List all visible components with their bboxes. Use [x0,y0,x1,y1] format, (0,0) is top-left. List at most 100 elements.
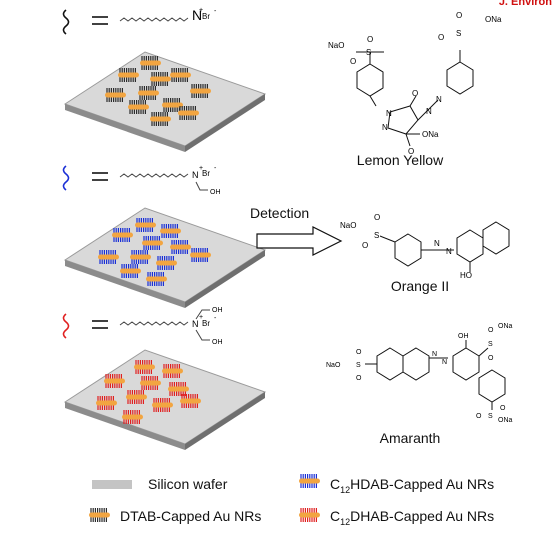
c12dhab-oh2: OH [212,339,223,346]
legend-silicon-swatch [92,480,132,489]
am-s1: S [356,362,361,369]
dtab-minus: - [214,8,217,15]
c12hdab-nanorod [135,218,156,232]
legend-c12dhab-swatch [299,508,320,522]
dtab-nanorod [150,72,171,86]
am-nao: NaO [326,362,341,369]
c12hdab-nanorod [142,236,163,250]
legend-dtab-rod [89,508,110,522]
ly-ona1: ONa [485,15,502,24]
c12hdab-surfactant: N + Br - OH [62,165,221,196]
o2-ho: HO [460,271,472,280]
dtab-nanorod [150,112,171,126]
c12dhab-nanorod [126,390,147,404]
am-o2a: O [488,327,494,334]
am-o1b: O [356,375,362,382]
dtab-nanorod [128,100,149,114]
c12dhab-nanorod [168,382,189,396]
dtab-counter: Br [202,12,210,21]
c12dhab-nanorod [122,410,143,424]
c12dhab-head: N [192,319,199,329]
legend-c12hdab-rod [299,474,320,488]
c12dhab-nanorod [140,376,161,390]
legend-c12hdab-label: C12HDAB-Capped Au NRs [330,476,495,495]
o2-oa: O [374,213,380,222]
am-o3b: O [500,405,506,412]
dtab-nanorod [170,68,191,82]
ly-o2a: O [456,11,462,20]
ly-nao: NaO [328,41,344,50]
c12dhab-counter: Br [202,319,210,328]
c12hdab-nanorod [112,228,133,242]
c12hdab-head: N [192,170,199,180]
c12hdab-minus: - [214,165,217,172]
legend-c12dhab-label: C12DHAB-Capped Au NRs [330,508,495,527]
legend-c12hdab-swatch [299,474,320,488]
wafer-c12hdab [63,207,267,308]
dtab-nanorod [138,86,159,100]
ly-o4: O [408,147,414,156]
dtab-nanorod [190,84,211,98]
c12hdab-nanorod [190,248,211,262]
c12hdab-oh: OH [210,189,221,196]
ly-n1: N [386,109,392,118]
wafer-c12dhab [63,349,267,450]
detection-arrow-icon [256,226,343,256]
ly-n3: N [426,107,432,116]
legend-c12dhab-rod [299,508,320,522]
amaranth-name: Amaranth [379,430,441,446]
dtab-head: N [192,7,202,23]
c12hdab-nanorod [160,224,181,238]
o2-nao: NaO [340,221,356,230]
legend-dtab-swatch [89,508,110,522]
dtab-wavy-icon [62,9,70,35]
dtab-chain [119,17,189,22]
dtab-nanorod [140,56,161,70]
dtab-nanorods [105,56,211,126]
c12dhab-nanorod [104,374,125,388]
c12hdab-nanorod [146,272,167,286]
ly-ona2: ONa [422,130,439,139]
orange-ii-structure: NaO S O O N N HO [340,213,510,280]
am-o3a: O [476,413,482,420]
c12dhab-nanorod [152,398,173,412]
c12dhab-oh1: OH [212,307,223,314]
c12hdab-counter: Br [202,169,210,178]
c12hdab-nanorod [130,250,151,264]
c12dhab-charge: + [199,314,203,321]
dtab-surfactant: N + Br - [62,7,217,35]
c12dhab-nanorod [96,396,117,410]
legend-dtab-label: DTAB-Capped Au NRs [120,508,262,524]
c12dhab-nanorod [180,394,201,408]
wafer-dtab [63,51,267,152]
orange-ii-name: Orange II [390,278,450,294]
dtab-nanorod [162,98,183,112]
c12dhab-nanorod [162,364,183,378]
am-ona2: ONa [498,417,513,424]
amaranth-structure: NaO S O O N N OH S O O ONa S O O ONa [326,323,513,424]
c12hdab-wavy-icon [62,165,70,191]
legend-silicon-label: Silicon wafer [148,476,228,492]
c12hdab-nanorod [98,250,119,264]
ly-s1: S [366,48,371,57]
c12hdab-nanorod [170,240,191,254]
c12dhab-minus: - [214,315,217,322]
c12hdab-nanorods [98,218,211,286]
c12hdab-charge: + [199,165,203,172]
am-n1: N [432,351,437,358]
o2-s: S [374,231,379,240]
dtab-nanorod [118,68,139,82]
c12dhab-surfactant: N + Br - OH OH [62,307,223,346]
lemon-yellow-structure: NaO S O O ONa S O O N N N N O O ONa [328,11,502,156]
c12hdab-nanorod [120,264,141,278]
am-oh: OH [458,333,469,340]
am-s2: S [488,341,493,348]
ly-o3: O [412,89,418,98]
lemon-yellow-name: Lemon Yellow [356,152,444,168]
dtab-nanorod [105,88,126,102]
o2-n1: N [434,239,440,248]
am-o2b: O [488,355,494,362]
detection-label: Detection [250,205,310,221]
ly-n4: N [436,95,442,104]
o2-n2: N [446,247,452,256]
